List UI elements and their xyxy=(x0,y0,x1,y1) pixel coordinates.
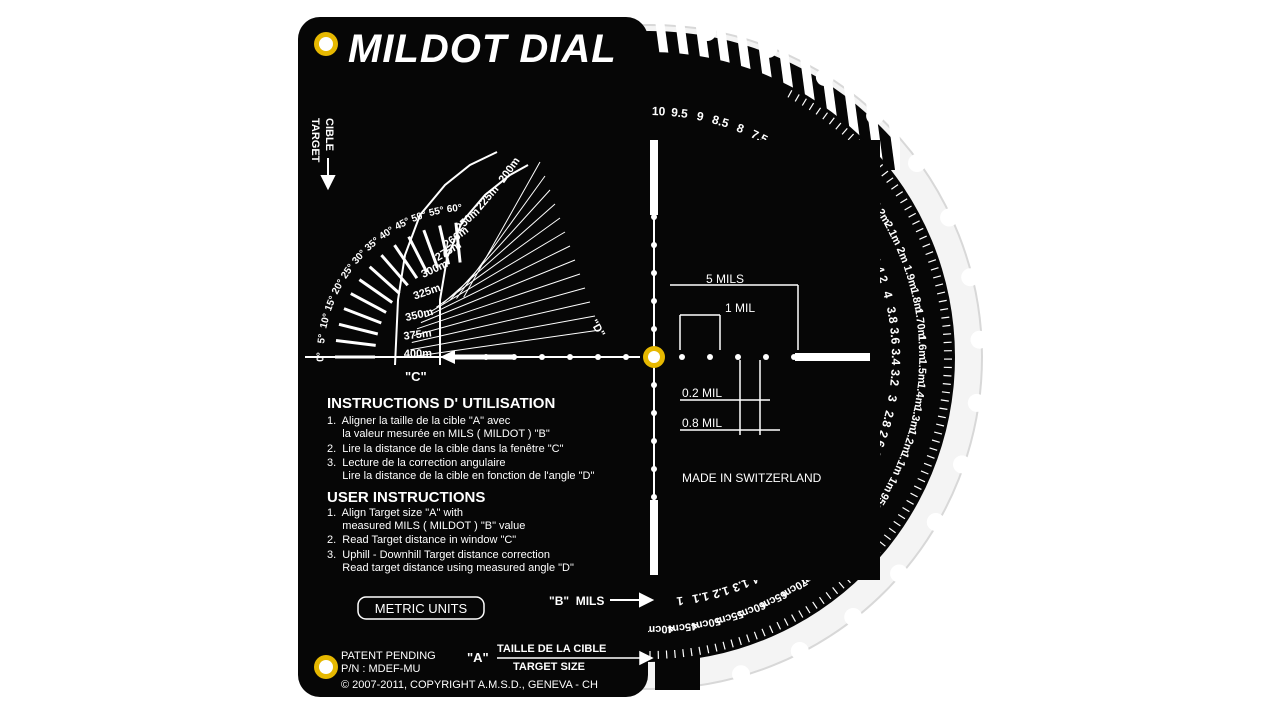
title: MILDOT DIAL xyxy=(348,27,617,71)
instructions-en-line: 1. Align Target size "A" with xyxy=(327,507,463,519)
mil-dot xyxy=(679,354,685,360)
size-scale-label: 1.5m xyxy=(915,358,928,384)
mil-dot xyxy=(511,354,517,360)
eyelet-top xyxy=(314,32,338,56)
label-c: "C" xyxy=(405,369,427,384)
dial-tick xyxy=(943,384,951,385)
mil-dot xyxy=(623,354,629,360)
label-target-size: TARGET SIZE xyxy=(513,661,585,673)
instructions-fr-heading: INSTRUCTIONS D' UTILISATION xyxy=(327,395,555,412)
eyelet-bottom xyxy=(314,655,338,679)
mil-dot xyxy=(651,494,657,500)
mil-dot xyxy=(567,354,573,360)
rim-notch xyxy=(791,642,809,660)
mil-scale-label: 9.5 xyxy=(670,105,689,121)
mil-dot xyxy=(595,354,601,360)
mil-dot xyxy=(735,354,741,360)
instructions-fr-line: la valeur mesurée en MILS ( MILDOT ) "B" xyxy=(327,428,550,440)
rim-notch xyxy=(908,154,926,172)
mil-scale-label: 3.2 xyxy=(887,369,902,387)
label-5-mils: 5 MILS xyxy=(706,272,744,286)
mil-dot xyxy=(651,382,657,388)
rim-notch xyxy=(844,608,862,626)
mil-dot xyxy=(651,326,657,332)
mil-dot xyxy=(651,438,657,444)
dial-tick xyxy=(943,334,951,335)
rim-notch xyxy=(866,107,884,125)
rim-notch xyxy=(961,268,979,286)
size-scale-label: 1.6m xyxy=(915,335,928,361)
rim-notch xyxy=(953,455,971,473)
rim-notch xyxy=(971,331,989,349)
copyright: © 2007-2011, COPYRIGHT A.M.S.D., GENEVA … xyxy=(341,679,598,691)
mil-dot xyxy=(651,298,657,304)
instructions-en-line: Read target distance using measured angl… xyxy=(327,562,574,574)
instructions-fr-line: 2. Lire la distance de la cible dans la … xyxy=(327,443,564,455)
distance-label: 400m xyxy=(404,348,433,360)
dial-tick xyxy=(675,650,676,658)
instructions-fr-line: 3. Lecture de la correction angulaire xyxy=(327,457,506,469)
rim-notch xyxy=(816,68,834,86)
mil-scale-label: 3.6 xyxy=(887,327,902,345)
mil-scale-label: 3.4 xyxy=(889,348,903,365)
mil-dot xyxy=(651,410,657,416)
mil-dot xyxy=(763,354,769,360)
instructions-en-line: 2. Read Target distance in window "C" xyxy=(327,534,516,546)
mil-dot xyxy=(651,214,657,220)
mil-dot xyxy=(483,354,489,360)
size-scale-label: 40cm xyxy=(645,622,674,635)
rim-notch xyxy=(968,394,986,412)
mil-dot xyxy=(819,354,825,360)
mil-dot xyxy=(651,270,657,276)
rim-notch xyxy=(890,565,908,583)
metric-units-label: METRIC UNITS xyxy=(375,601,468,616)
mil-dot xyxy=(651,242,657,248)
label-0-2-mil: 0.2 MIL xyxy=(682,386,722,400)
part-number: P/N : MDEF-MU xyxy=(341,663,420,675)
angle-label: 60° xyxy=(446,203,462,216)
dial-tick xyxy=(666,651,667,659)
svg-text:CIBLE: CIBLE xyxy=(323,118,335,151)
label-taille-cible: TAILLE DE LA CIBLE xyxy=(497,643,606,655)
instructions-fr-line: 1. Aligner la taille de la cible "A" ave… xyxy=(327,415,511,427)
instructions-fr-line: Lire la distance de la cible en fonction… xyxy=(327,470,594,482)
label-1-mil: 1 MIL xyxy=(725,301,755,315)
label-b-mils: "B" MILS xyxy=(549,594,604,608)
mil-dot xyxy=(651,466,657,472)
instructions-en-line: measured MILS ( MILDOT ) "B" value xyxy=(327,520,525,532)
mil-dot xyxy=(791,354,797,360)
dial-tick xyxy=(943,376,951,377)
mil-scale-label: 3.8 xyxy=(884,306,901,325)
rim-notch xyxy=(759,40,777,58)
label-a: "A" xyxy=(467,650,489,665)
patent-label: PATENT PENDING xyxy=(341,650,436,662)
svg-text:TARGET: TARGET xyxy=(309,118,321,163)
rim-notch xyxy=(940,209,958,227)
instructions-en-line: 3. Uphill - Downhill Target distance cor… xyxy=(327,549,550,561)
instructions-en-heading: USER INSTRUCTIONS xyxy=(327,489,485,506)
angle-label: 5° xyxy=(316,333,328,344)
rim-notch xyxy=(927,513,945,531)
mil-dot xyxy=(707,354,713,360)
rim-notch xyxy=(732,665,750,683)
center-pivot[interactable] xyxy=(643,346,665,368)
mil-scale-label: 10 xyxy=(652,104,666,118)
made-in-label: MADE IN SWITZERLAND xyxy=(682,471,822,485)
mil-dot xyxy=(539,354,545,360)
rim-notch xyxy=(698,23,716,41)
label-0-8-mil: 0.8 MIL xyxy=(682,416,722,430)
stripe xyxy=(915,20,944,170)
